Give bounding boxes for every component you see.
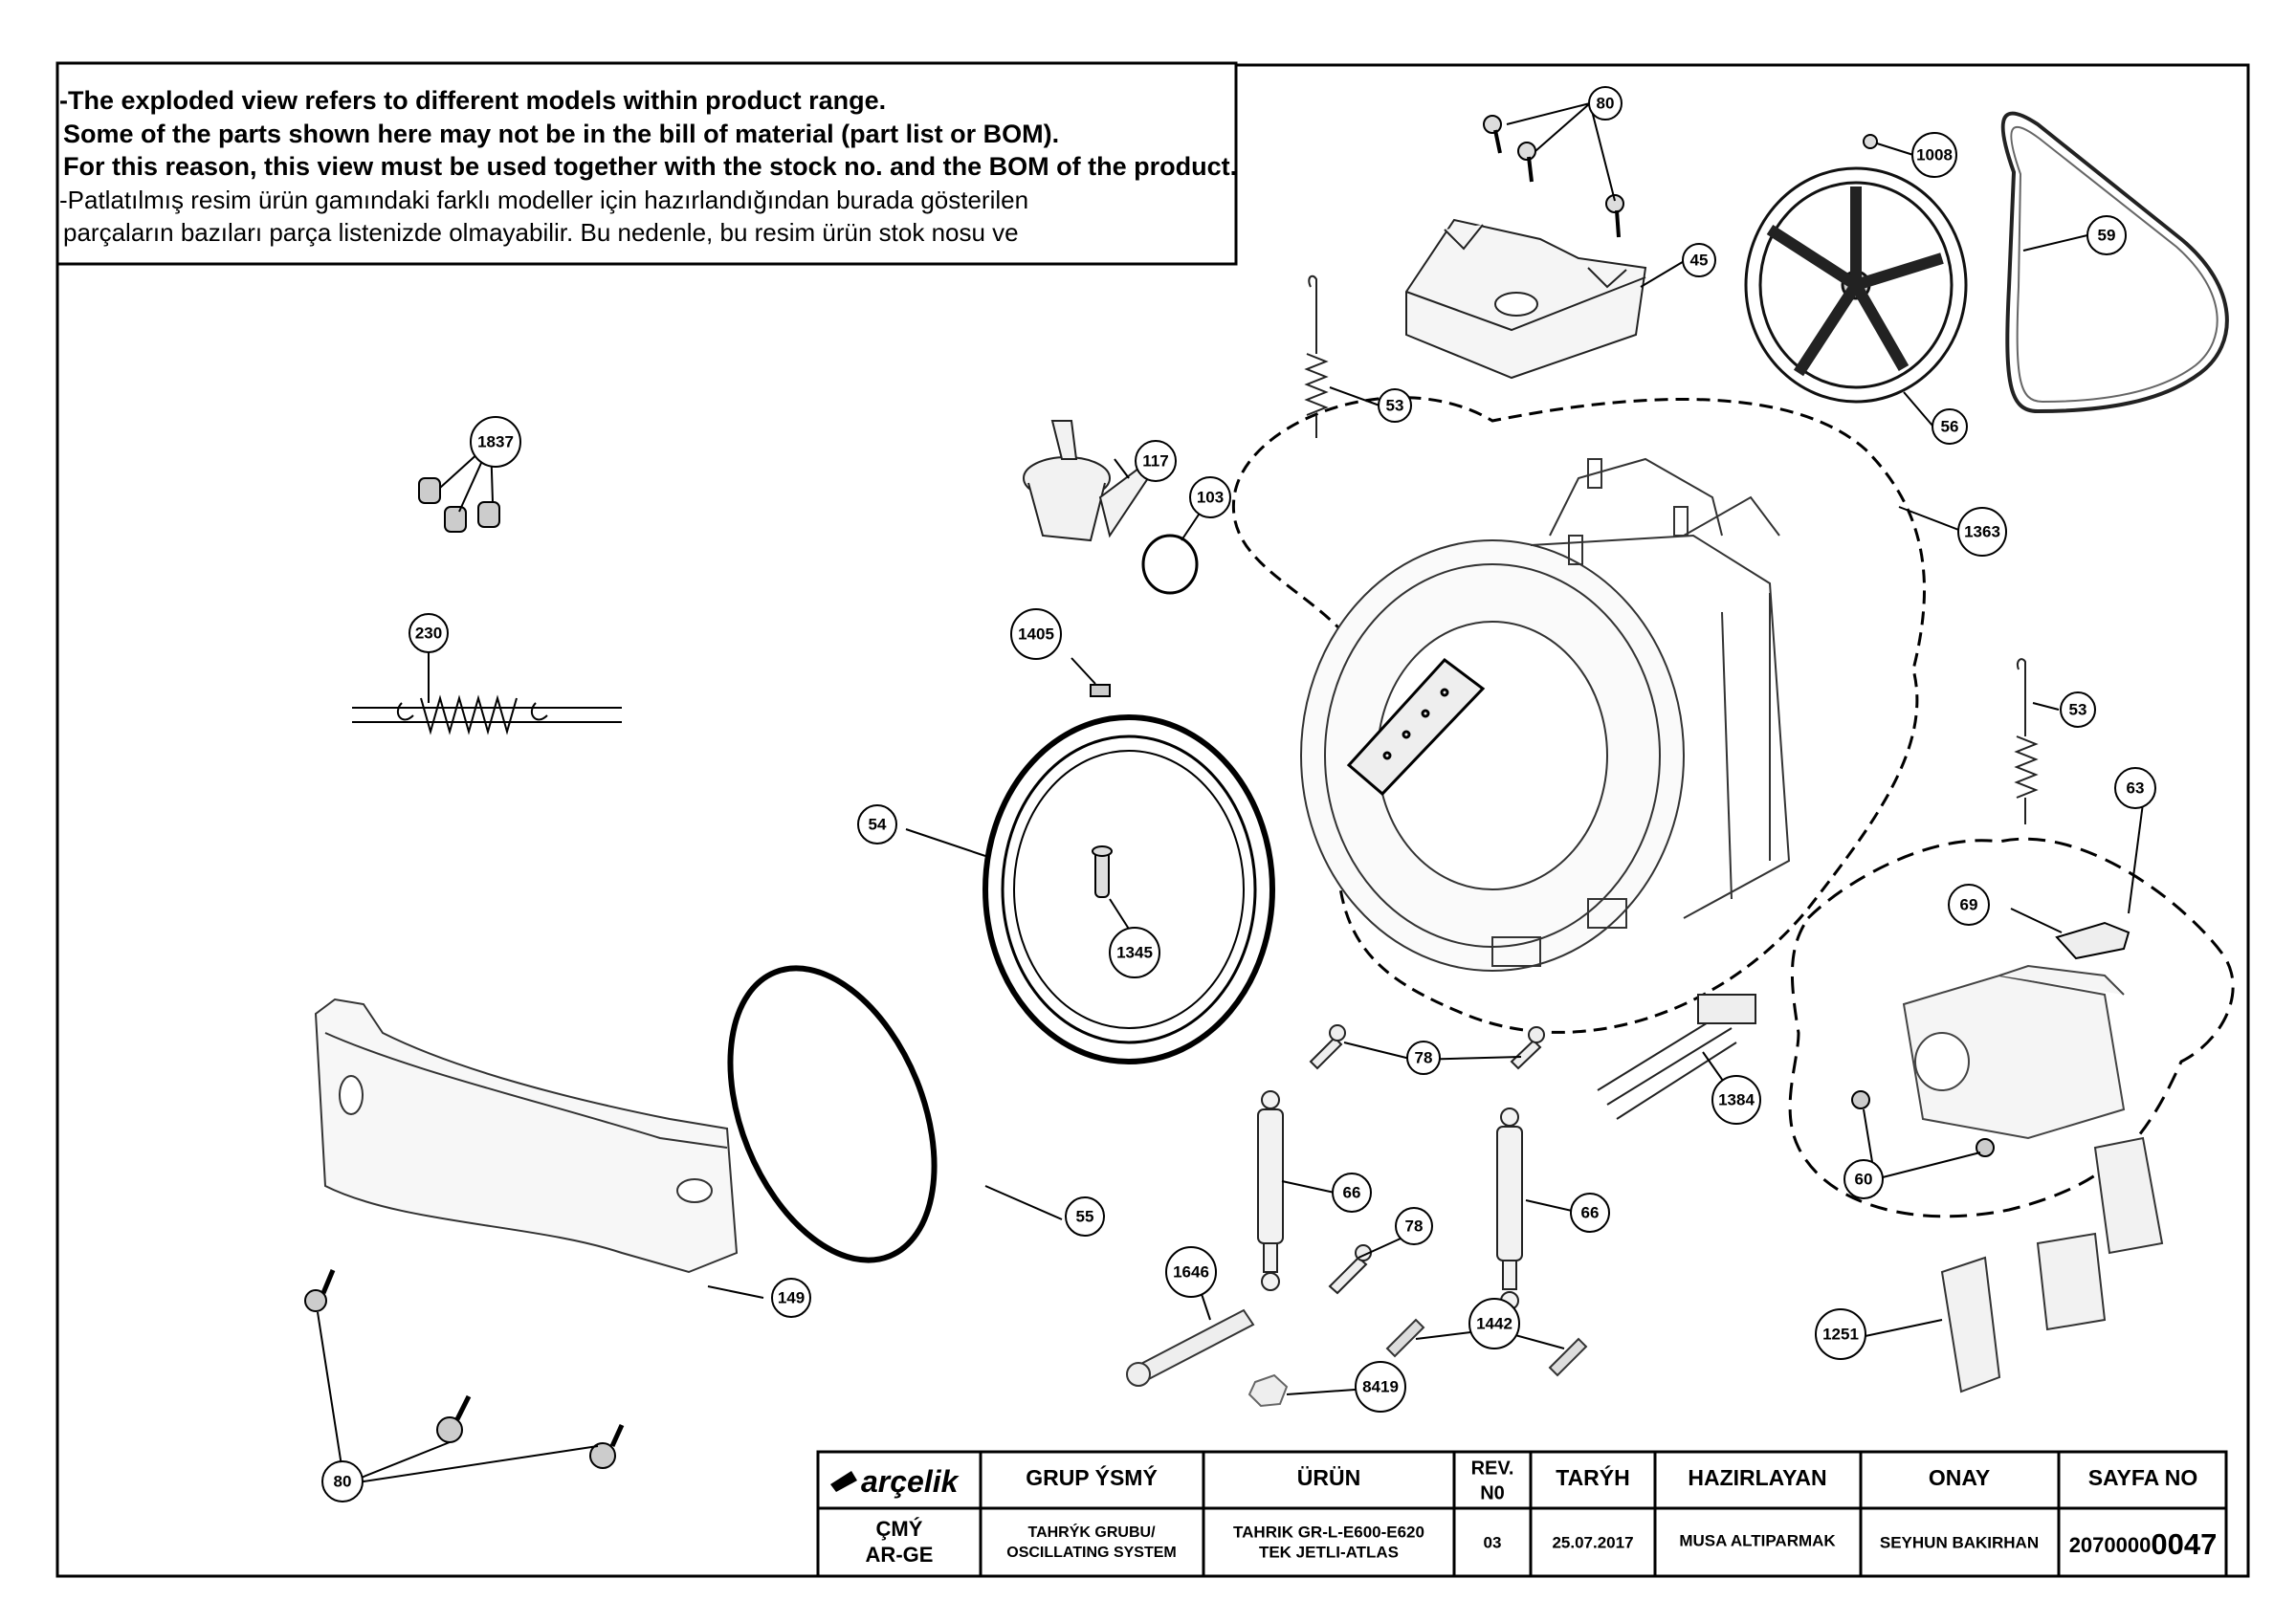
callout-54: 54	[869, 815, 887, 833]
drive-belt-part	[2000, 111, 2229, 414]
header-onay: ONAY	[1929, 1465, 1990, 1490]
small-screw-1008	[1863, 134, 1878, 149]
tub-part	[1300, 457, 1791, 972]
spring-right-part	[2014, 658, 2039, 824]
pin-set-78	[1309, 1024, 1545, 1295]
header-hazirlayan: HAZIRLAYAN	[1688, 1465, 1826, 1490]
callout-labels: 80 1008 59 45 53 56 1837 117 103 1363 23…	[334, 94, 2145, 1490]
callout-1251: 1251	[1822, 1325, 1859, 1343]
callout-53-right: 53	[2069, 700, 2087, 718]
nut-8419	[1247, 1373, 1289, 1408]
header-tarih: TARÝH	[1556, 1464, 1630, 1490]
callout-1008: 1008	[1916, 145, 1953, 164]
bottom-counterweight-part	[314, 998, 739, 1274]
motor-part	[1902, 964, 2126, 1140]
bush-set-part	[418, 477, 500, 533]
callout-80-top: 80	[1597, 94, 1615, 112]
door-gasket-part	[982, 714, 1275, 1064]
value-grup-1: TAHRÝK GRUBU/	[1027, 1523, 1156, 1541]
value-dept-1: ÇMÝ	[876, 1517, 923, 1541]
header-rev-no: N0	[1480, 1482, 1505, 1503]
callout-78-bottom: 78	[1405, 1217, 1424, 1235]
header-rev: REV.	[1471, 1458, 1514, 1479]
value-hazirlayan: MUSA ALTIPARMAK	[1679, 1531, 1836, 1549]
callout-1442: 1442	[1476, 1314, 1512, 1332]
company-logo: arçelik	[861, 1464, 960, 1499]
callout-78-top: 78	[1415, 1048, 1433, 1066]
motor-screw-set	[1851, 1090, 1995, 1157]
paddle-part	[1346, 657, 1486, 797]
callout-63: 63	[2127, 779, 2145, 797]
value-rev: 03	[1484, 1533, 1502, 1551]
screw-set-bottom	[304, 1269, 625, 1469]
note-tr-line2: parçaların bazıları parça listenizde olm…	[63, 218, 1019, 247]
shock-absorber-left	[1257, 1090, 1284, 1291]
header-grup: GRUP ÝSMÝ	[1026, 1464, 1158, 1490]
pin-part-1345	[1092, 845, 1113, 898]
callout-1646: 1646	[1173, 1262, 1209, 1281]
callout-80-bottom: 80	[334, 1472, 352, 1490]
callout-149: 149	[778, 1288, 805, 1306]
callout-66-left: 66	[1343, 1183, 1361, 1201]
value-sayfa-prefix: 2070000	[2069, 1533, 2152, 1557]
title-block	[816, 1450, 2228, 1578]
o-ring-103	[1141, 534, 1199, 595]
callout-103: 103	[1197, 488, 1224, 506]
heater-element-part	[1597, 994, 1756, 1120]
tub-group-outline	[1231, 396, 1927, 1034]
logo-mark-icon	[830, 1471, 857, 1492]
title-block-text: arçelik GRUP ÝSMÝ ÜRÜN REV. N0 TARÝH HAZ…	[861, 1458, 2217, 1567]
callout-53-top: 53	[1386, 396, 1404, 414]
callout-56: 56	[1941, 417, 1959, 435]
value-dept-2: AR-GE	[866, 1543, 934, 1567]
note-tr-line1: -Patlatılmış resim ürün gamındaki farklı…	[59, 186, 1028, 214]
callout-66-right: 66	[1581, 1203, 1600, 1221]
callout-1384: 1384	[1718, 1090, 1755, 1108]
seal-69	[2055, 921, 2130, 960]
callout-59: 59	[2098, 226, 2116, 244]
callout-1345: 1345	[1116, 943, 1153, 961]
sump-valve-part	[1023, 420, 1150, 542]
notes-box: -The exploded view refers to different m…	[55, 61, 1238, 266]
callout-circles	[321, 86, 2156, 1502]
tension-wire-part	[352, 694, 622, 735]
control-board-part	[1940, 1136, 2164, 1393]
filter-part	[1126, 1308, 1255, 1387]
value-urun-1: TAHRIK GR-L-E600-E620	[1233, 1523, 1424, 1541]
callout-69: 69	[1960, 895, 1978, 913]
screw-set-top	[1483, 115, 1624, 238]
callout-117: 117	[1142, 451, 1168, 470]
motor-group-outline	[1788, 837, 2235, 1218]
shock-absorber-right	[1496, 1108, 1523, 1310]
value-grup-2: OSCILLATING SYSTEM	[1006, 1545, 1176, 1561]
callout-230: 230	[415, 624, 442, 642]
value-urun-2: TEK JETLI-ATLAS	[1259, 1543, 1399, 1561]
bolt-set-1442	[1385, 1318, 1588, 1377]
value-tarih: 25.07.2017	[1552, 1533, 1633, 1551]
callout-45: 45	[1690, 251, 1709, 269]
note-en-line1: -The exploded view refers to different m…	[59, 86, 886, 115]
value-sayfa: 20700000047	[2069, 1527, 2218, 1561]
top-counterweight-part	[1405, 218, 1647, 380]
callout-1837: 1837	[477, 432, 514, 450]
header-urun: ÜRÜN	[1297, 1465, 1360, 1490]
small-clip-1405	[1090, 684, 1111, 697]
spring-top-part	[1304, 274, 1329, 438]
callout-60: 60	[1855, 1170, 1873, 1188]
callout-1363: 1363	[1964, 522, 2000, 540]
callout-1405: 1405	[1018, 625, 1054, 643]
callout-8419: 8419	[1362, 1377, 1399, 1395]
callout-55: 55	[1076, 1207, 1094, 1225]
header-sayfa: SAYFA NO	[2088, 1465, 2198, 1490]
drawing-frame	[55, 63, 2250, 1578]
value-onay: SEYHUN BAKIRHAN	[1880, 1533, 2039, 1551]
note-en-line3: For this reason, this view must be used …	[63, 152, 1237, 181]
clamp-ring-part	[727, 965, 938, 1263]
value-sayfa-suffix: 0047	[2151, 1527, 2217, 1561]
note-en-line2: Some of the parts shown here may not be …	[63, 120, 1059, 148]
drum-pulley-part	[1744, 166, 1968, 404]
